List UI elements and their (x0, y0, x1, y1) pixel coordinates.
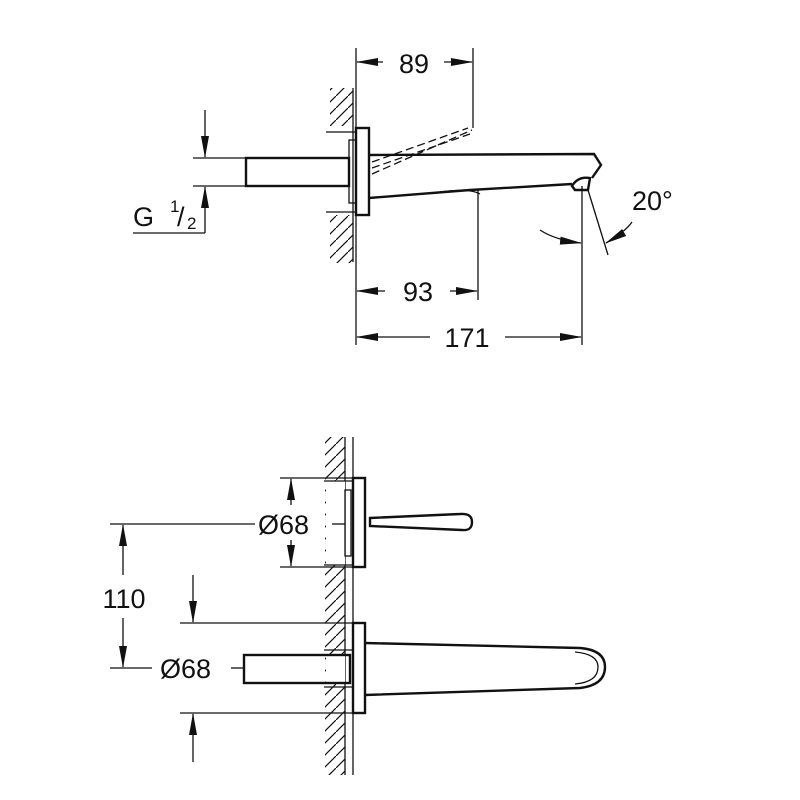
dim-93: 93 (403, 277, 433, 307)
wall-hatch (330, 215, 353, 263)
aerator (570, 176, 592, 192)
angle-20: 20° (632, 186, 673, 216)
thread-numerator: 1 (170, 197, 179, 216)
plate-insert (344, 489, 352, 557)
dim-110: 110 (102, 584, 145, 614)
spout-plate (351, 621, 367, 715)
wall-hatch (330, 88, 353, 126)
front-view: Ø68 110 Ø68 (102, 437, 607, 775)
fraction-slash: / (177, 202, 185, 232)
dia-upper: Ø68 (258, 510, 309, 540)
spout (368, 152, 603, 200)
dim-171: 171 (444, 323, 489, 353)
wall-plate (354, 126, 371, 217)
alt-position-outline (371, 127, 473, 175)
supply-pipe (242, 653, 352, 685)
supply-pipe (244, 156, 351, 188)
lever-handle (368, 512, 474, 532)
thread-denominator: 2 (187, 214, 196, 233)
spout (364, 641, 607, 697)
thread-label: G (133, 202, 154, 232)
side-view: G 1 / 2 89 93 171 20° (133, 48, 673, 353)
dim-89: 89 (399, 49, 429, 79)
dia-lower: Ø68 (160, 654, 211, 684)
handle-plate (351, 476, 367, 569)
